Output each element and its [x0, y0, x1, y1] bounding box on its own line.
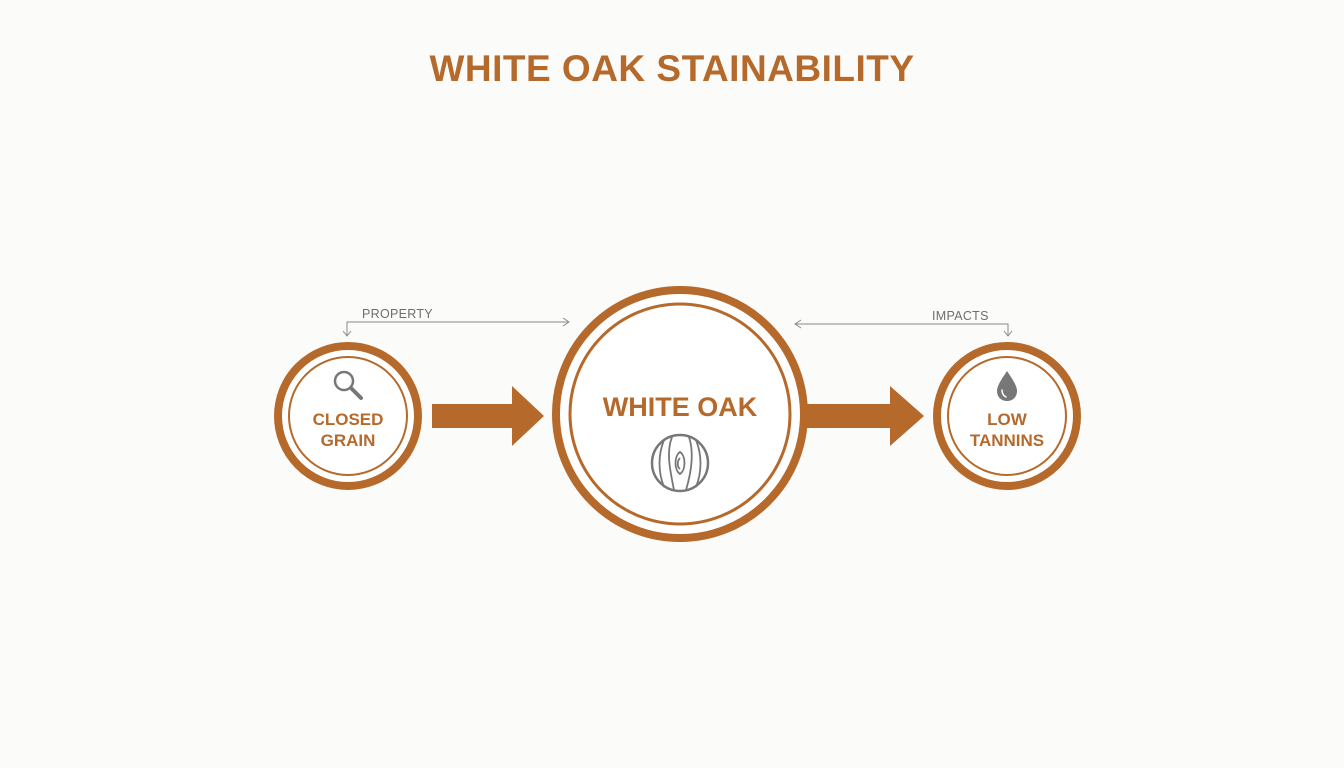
property-connector-line	[346, 321, 568, 336]
property-down-arrow	[342, 330, 352, 337]
impacts-connector-line	[796, 323, 1009, 336]
arrow-to-white-oak	[432, 386, 544, 446]
closed-grain-label-line2: GRAIN	[321, 431, 376, 450]
closed-grain-node: CLOSED GRAIN	[274, 342, 422, 490]
impacts-connector: IMPACTS	[794, 309, 1013, 337]
low-tannins-outer-ring	[933, 342, 1081, 490]
closed-grain-inner-ring	[288, 356, 408, 476]
low-tannins-inner-ring	[947, 356, 1067, 476]
property-connector: PROPERTY	[342, 307, 570, 337]
low-tannins-label-line2: TANNINS	[970, 431, 1044, 450]
arrow-to-low-tannins	[806, 386, 924, 446]
property-label: PROPERTY	[362, 307, 433, 321]
white-oak-node: WHITE OAK	[552, 286, 808, 542]
white-oak-outer-ring	[552, 286, 808, 542]
magnifier-icon	[333, 370, 363, 400]
water-drop-icon	[997, 371, 1017, 401]
wood-grain-icon	[650, 433, 710, 493]
impacts-down-arrow	[1003, 330, 1013, 337]
impacts-label: IMPACTS	[932, 309, 989, 323]
closed-grain-label-line1: CLOSED	[313, 410, 384, 429]
low-tannins-node: LOW TANNINS	[933, 342, 1081, 490]
closed-grain-outer-ring	[274, 342, 422, 490]
property-right-arrow	[562, 317, 570, 327]
impacts-left-arrow	[794, 319, 802, 329]
white-oak-label: WHITE OAK	[603, 392, 758, 422]
low-tannins-label-line1: LOW	[987, 410, 1028, 429]
diagram-title: WHITE OAK STAINABILITY	[429, 48, 915, 89]
white-oak-inner-ring	[568, 302, 792, 526]
